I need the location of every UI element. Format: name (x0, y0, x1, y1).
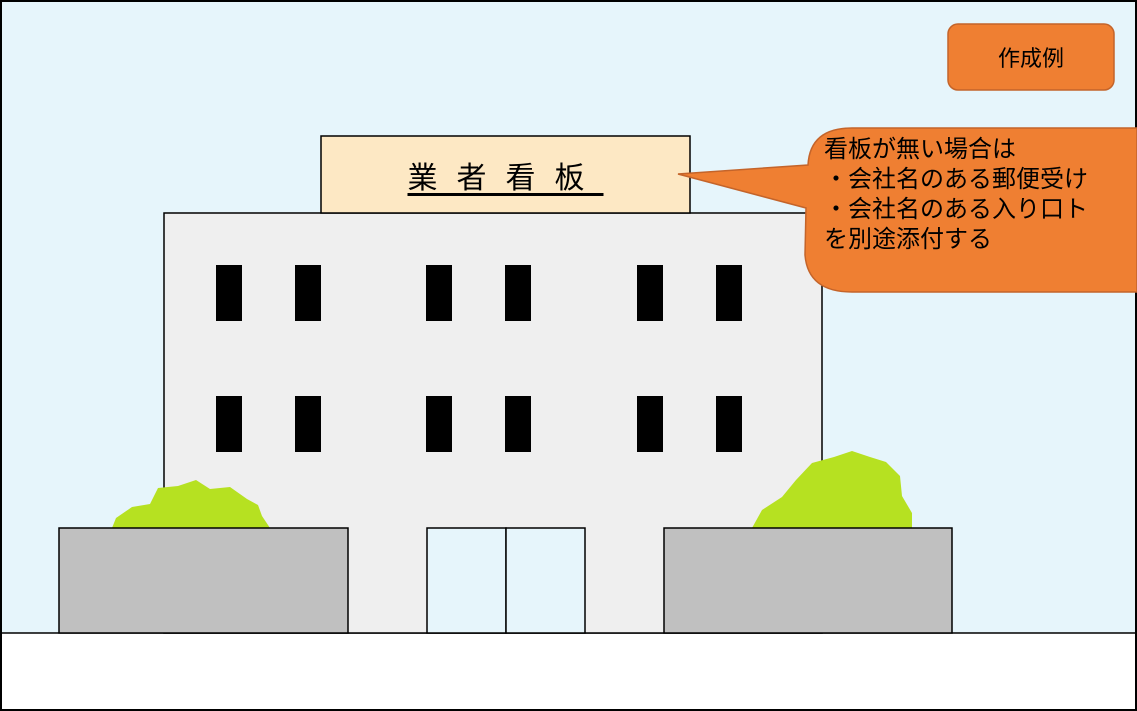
signboard-label: 業者看板 (407, 160, 604, 196)
window (426, 396, 452, 452)
callout-line: 看板が無い場合は (824, 135, 1016, 163)
callout-text: 看板が無い場合は ・会社名のある郵便受け ・会社名のある入り口ト を別途添付する (824, 134, 1137, 264)
window (295, 396, 321, 452)
window (637, 265, 663, 321)
windows-row-1 (216, 265, 742, 321)
callout-line: ・会社名のある入り口ト (824, 195, 1088, 223)
callout-line: を別途添付する (824, 225, 992, 253)
windows-row-2 (216, 396, 742, 452)
window (426, 265, 452, 321)
ground (0, 633, 1137, 711)
example-badge (947, 23, 1115, 91)
entrance-door-left (426, 527, 507, 634)
window (216, 396, 242, 452)
entrance-door-right (505, 527, 586, 634)
bush-left (112, 480, 270, 528)
example-badge-label: 作成例 (997, 47, 1064, 72)
bush-right (752, 451, 912, 528)
window (216, 265, 242, 321)
planter-right (663, 527, 953, 634)
callout-line: ・会社名のある郵便受け (824, 165, 1088, 193)
window (637, 396, 663, 452)
planter-left (58, 527, 349, 634)
window (716, 265, 742, 321)
window (505, 265, 531, 321)
window (716, 396, 742, 452)
window (505, 396, 531, 452)
callout-bubble (677, 127, 1137, 293)
signboard (320, 135, 691, 214)
window (295, 265, 321, 321)
